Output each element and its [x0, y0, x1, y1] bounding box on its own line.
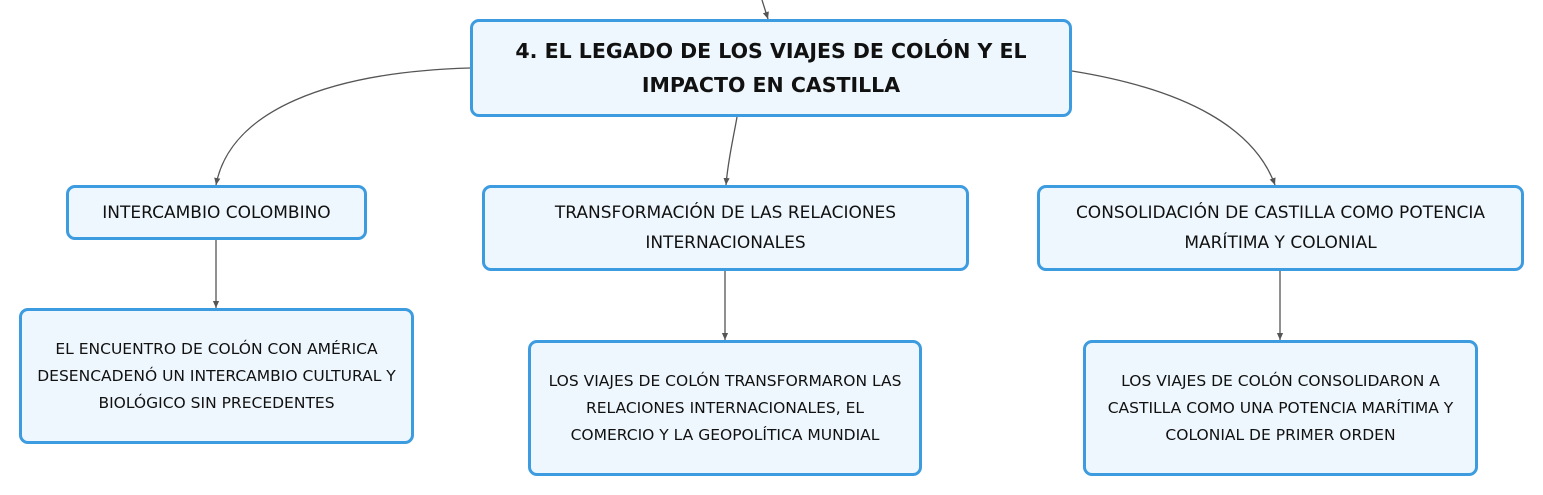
central-topic-text: 4. EL LEGADO DE LOS VIAJES DE COLÓN Y EL… [515, 39, 1027, 97]
central-topic-node[interactable]: 4. EL LEGADO DE LOS VIAJES DE COLÓN Y EL… [470, 19, 1072, 117]
connector-root-to-branch-2 [723, 116, 738, 186]
subtopic-text: LOS VIAJES DE COLÓN CONSOLIDARON A CASTI… [1107, 371, 1454, 444]
connector-root-to-branch-1 [214, 67, 471, 186]
subtopic-intercambio-detail[interactable]: EL ENCUENTRO DE COLÓN CON AMÉRICA DESENC… [19, 308, 414, 444]
topic-label: INTERCAMBIO COLOMBINO [102, 202, 331, 223]
topic-label: CONSOLIDACIÓN DE CASTILLA COMO POTENCIA … [1075, 203, 1486, 253]
topic-consolidacion-castilla[interactable]: CONSOLIDACIÓN DE CASTILLA COMO POTENCIA … [1037, 185, 1524, 271]
subtopic-text: EL ENCUENTRO DE COLÓN CON AMÉRICA DESENC… [37, 339, 396, 412]
subtopic-consolidacion-detail[interactable]: LOS VIAJES DE COLÓN CONSOLIDARON A CASTI… [1083, 340, 1478, 476]
topic-relaciones-internacionales[interactable]: TRANSFORMACIÓN DE LAS RELACIONES INTERNA… [482, 185, 969, 271]
topic-label: TRANSFORMACIÓN DE LAS RELACIONES INTERNA… [554, 203, 897, 253]
connector-root-to-branch-3 [1071, 70, 1276, 186]
connector-parent-to-root [761, 0, 769, 20]
topic-intercambio-colombino[interactable]: INTERCAMBIO COLOMBINO [66, 185, 367, 240]
subtopic-text: LOS VIAJES DE COLÓN TRANSFORMARON LAS RE… [548, 371, 902, 444]
subtopic-relaciones-detail[interactable]: LOS VIAJES DE COLÓN TRANSFORMARON LAS RE… [528, 340, 922, 476]
